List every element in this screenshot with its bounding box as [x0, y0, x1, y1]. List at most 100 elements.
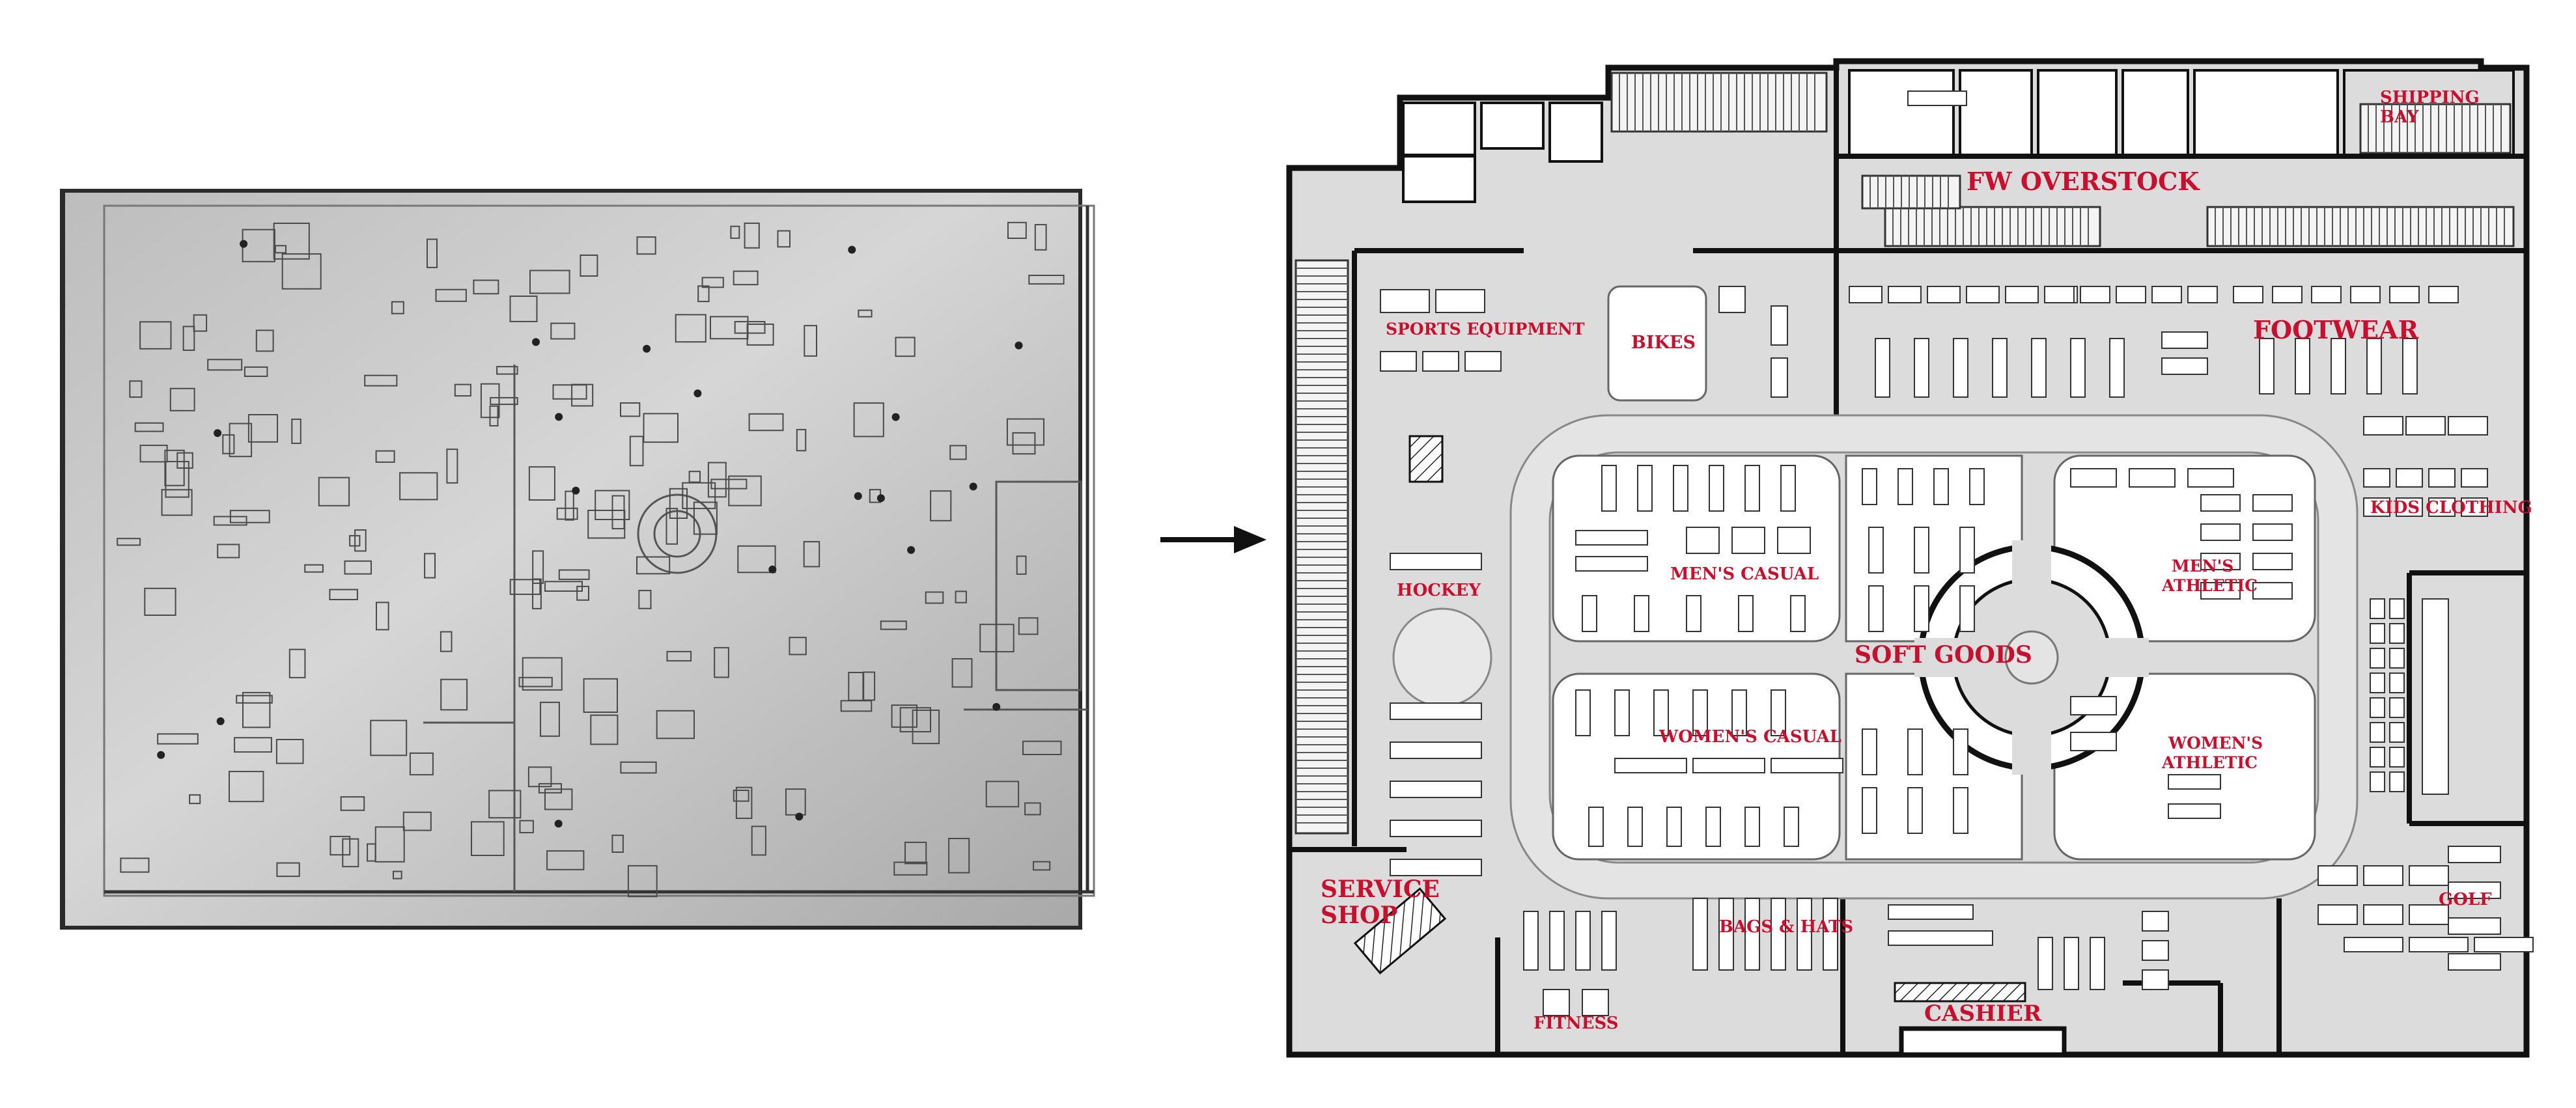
fixture-rack	[2200, 494, 2241, 512]
fixture-rack	[1380, 351, 1417, 372]
sketch-fixture	[580, 255, 598, 277]
sketch-marker	[643, 344, 651, 353]
sketch-fixture	[182, 325, 195, 351]
fixture-rack	[1614, 689, 1630, 736]
fixture-rack	[1966, 286, 2000, 303]
label-womens-athletic-line1: WOMEN'S	[2168, 734, 2263, 753]
shelving-block	[2206, 206, 2515, 247]
fixture-rack	[2448, 846, 2501, 863]
sketch-fixture	[291, 419, 301, 444]
fixture-rack	[1875, 338, 1890, 398]
fixture-rack	[2366, 338, 2382, 395]
sketch-fixture	[169, 387, 195, 411]
sketch-marker	[1015, 341, 1023, 350]
fixture-rack	[1686, 527, 1720, 554]
label-service-shop-line2: SHOP	[1321, 902, 1397, 929]
fixture-rack	[1549, 911, 1565, 971]
sketch-fixture	[529, 270, 570, 294]
sketch-fixture	[229, 422, 253, 458]
sketch-fixture	[399, 472, 438, 501]
sketch-fixture	[489, 405, 499, 427]
sketch-fixture	[656, 710, 695, 740]
label-soft-goods: SOFT GOODS	[1855, 641, 2032, 669]
sketch-fixture	[161, 489, 193, 516]
shelving-block	[1610, 72, 1828, 133]
fixture-rack	[1953, 728, 1968, 775]
sketch-fixture	[527, 766, 552, 788]
fixture-rack	[2252, 553, 2293, 570]
cashier-counter	[1899, 1026, 2067, 1057]
sketch-marker	[854, 492, 862, 500]
sketch-fixture	[544, 581, 583, 592]
fixture-rack	[2363, 468, 2390, 488]
sketch-fixture	[840, 700, 873, 712]
fixture-rack	[2331, 338, 2346, 395]
fixture-rack	[2405, 416, 2446, 436]
fixture-rack	[1777, 527, 1811, 554]
fixture-rack	[1575, 689, 1591, 736]
sketch-marker	[554, 820, 563, 828]
fixture-rack	[2422, 598, 2449, 795]
fixture-rack	[1953, 338, 1968, 398]
fixture-rack	[2396, 497, 2423, 517]
fixture-rack	[1771, 689, 1786, 736]
sketch-fixture	[904, 841, 927, 865]
sketch-fixture	[730, 225, 740, 239]
sketch-fixture	[638, 590, 652, 609]
sketch-fixture	[785, 788, 806, 816]
sketch-fixture	[1034, 224, 1047, 251]
sketch-fixture	[893, 861, 928, 876]
sketch-fixture	[139, 445, 168, 463]
sketch-marker	[891, 413, 900, 421]
sketch-fixture	[979, 624, 1015, 653]
label-fitness: FITNESS	[1533, 1014, 1619, 1033]
fixture-rack	[2272, 286, 2303, 303]
sketch-fixture	[129, 380, 143, 398]
sketch-fixture	[440, 631, 453, 652]
shelving-stripes	[1295, 72, 2515, 835]
sketch-fixture	[620, 402, 641, 417]
sketch-fixture	[595, 490, 630, 520]
fixture-rack	[1614, 758, 1687, 773]
fixture-rack	[2389, 672, 2405, 693]
sketch-fixture	[528, 466, 555, 501]
sketch-fixture	[693, 501, 718, 535]
fixture-rack	[1692, 898, 1708, 971]
fixture-rack	[1771, 357, 1788, 398]
sketch-fixture	[636, 556, 671, 575]
sketch-fixture	[546, 850, 585, 870]
sketch-fixture	[701, 277, 724, 288]
fixture-rack	[2064, 937, 2079, 990]
fixture-rack	[1390, 553, 1482, 570]
department-labels: SHIPPING BAY FW OVERSTOCK SPORTS EQUIPME…	[1321, 88, 2532, 1033]
sketch-fixture	[912, 710, 940, 745]
sketch-fixture	[509, 296, 538, 322]
fixture-rack	[1523, 911, 1539, 971]
sketch-fixture	[176, 452, 193, 469]
label-shipping-bay-line1: SHIPPING	[2380, 88, 2480, 107]
sketch-fixture	[222, 434, 235, 454]
fixture-rack	[1390, 859, 1482, 876]
fixture-rack	[2370, 771, 2385, 792]
sketch-fixture	[951, 658, 973, 688]
fixture-rack	[2129, 468, 2176, 488]
sketch-fixture	[189, 794, 201, 805]
sketch-fixture	[748, 413, 784, 432]
sketch-fixture	[281, 253, 322, 290]
sketch-fixture	[688, 471, 701, 483]
sketch-fixture	[576, 585, 590, 601]
sketch-marker	[572, 486, 580, 495]
sketch-fixture	[364, 374, 398, 387]
sketch-fixture	[1012, 432, 1036, 455]
sketch-marker	[240, 240, 248, 248]
sketch-fixtures	[117, 221, 1065, 898]
fixture-rack	[1731, 527, 1765, 554]
sketch-fixture	[710, 478, 748, 490]
fixture-rack	[1790, 595, 1806, 632]
sketch-fixture	[682, 482, 716, 510]
sketch-fixture	[733, 270, 759, 286]
fixture-rack	[2409, 937, 2469, 952]
sketch-fixture	[229, 771, 264, 803]
sketch-marker	[876, 494, 885, 503]
fixture-rack	[2037, 937, 2053, 990]
